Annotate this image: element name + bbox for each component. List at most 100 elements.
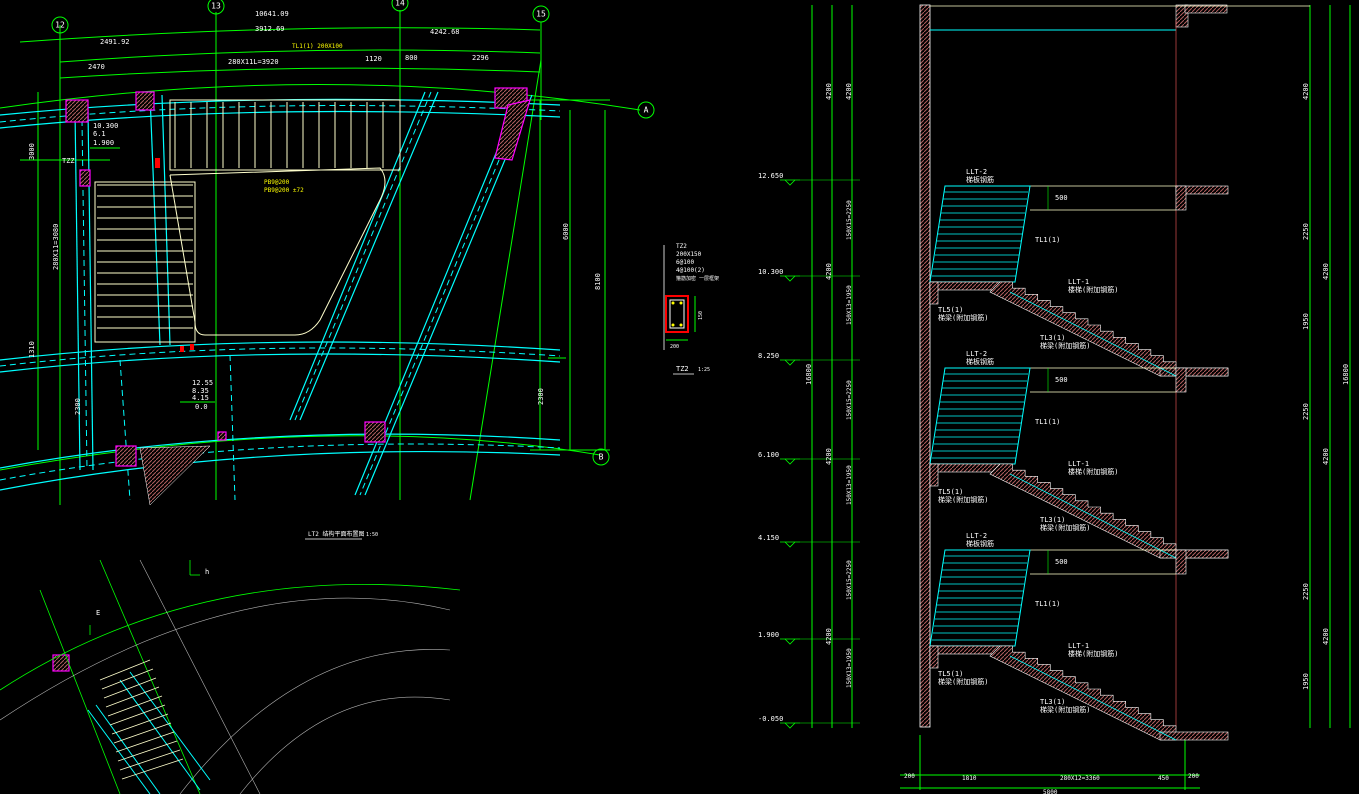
sec-note-b2: 梯梁(附加钢筋) [938, 495, 988, 504]
dim-right-1: 6000 [562, 223, 570, 240]
sec-label-ltt2: LLT-2 [966, 168, 987, 176]
axis-marker-12: 12 [51, 16, 69, 34]
sec-soffit [1009, 291, 1177, 377]
sec-label-tl3: TL3(1) [1040, 698, 1065, 706]
sec-label-tl5: TL5(1) [938, 488, 963, 496]
sec-note-b: 梯梁(附加钢筋) [1040, 705, 1090, 714]
dim-left-3: 1310 [28, 341, 36, 358]
sec-beam [1175, 549, 1187, 575]
sec-bottom-1: 200 [904, 773, 915, 780]
lower-tread [101, 668, 154, 690]
sec-label-tl1: TL1(1) [1035, 600, 1060, 608]
level-stack-1: 12.55 [192, 379, 213, 387]
svg-text:B: B [599, 453, 604, 462]
sec-bottom-4: 450 [1158, 775, 1169, 782]
lower-tread [119, 749, 181, 771]
sec-label-tl5: TL5(1) [938, 306, 963, 314]
lower-tread [117, 740, 178, 762]
sec-note-c: 楼梯(附加钢筋) [1068, 467, 1118, 476]
lower-axis-e: E [96, 609, 100, 617]
sec-landing-beam [929, 463, 939, 487]
sec-right-3: 4200 [1322, 263, 1330, 280]
tz-tag: TZZ [62, 157, 75, 165]
sec-level-symbol [784, 722, 796, 729]
detail-note-5: 箍筋加密 一层框架 [676, 275, 719, 282]
sec-note-b: 梯梁(附加钢筋) [1040, 341, 1090, 350]
landing-note-1: TL1(1) 200X100 [292, 43, 343, 50]
sec-note-a: 梯板钢筋 [966, 357, 994, 366]
lower-axis-h: h [205, 568, 209, 576]
sec-level-symbol [784, 275, 796, 282]
sec-bottom-5: 200 [1188, 773, 1199, 780]
detail-note-2: 200X150 [676, 251, 702, 258]
sec-note-c: 楼梯(附加钢筋) [1068, 649, 1118, 658]
lower-tread [109, 704, 166, 726]
sec-label-ltt3: LLT-1 [1068, 642, 1089, 650]
level-10300: 10.300 [93, 122, 118, 130]
dim-top-2: 3912.69 [255, 25, 285, 33]
lower-tread [99, 659, 151, 681]
landing-note-3: PB9@200 ±72 [264, 187, 304, 194]
sec-note-a: 梯板钢筋 [966, 175, 994, 184]
sec-note-b2: 梯梁(附加钢筋) [938, 677, 988, 686]
sec-level-1900: 1.900 [758, 631, 779, 639]
dim-top-1: 2491.92 [100, 38, 130, 46]
detail-label: TZ2 [676, 365, 689, 373]
sec-level-symbol [784, 359, 796, 366]
svg-text:12: 12 [55, 21, 65, 30]
detail-dim-h: 150 [698, 311, 704, 320]
sec-right-6: 4200 [1322, 448, 1330, 465]
sec-label-tl5: TL5(1) [938, 670, 963, 678]
sec-flight-6: 150X13=1950 [846, 648, 853, 688]
lower-tread [105, 686, 160, 708]
sec-note-c: 楼梯(附加钢筋) [1068, 285, 1118, 294]
dim-left-1: 3000 [28, 143, 36, 160]
sec-label-ltt3: LLT-1 [1068, 460, 1089, 468]
svg-text:A: A [644, 106, 649, 115]
axis-marker-15: 15 [532, 5, 550, 23]
sec-level-12650: 12.650 [758, 172, 783, 180]
sec-flight-5: 150X15=2250 [846, 560, 853, 600]
sec-floor: LLT-2梯板钢筋LLT-1楼梯(附加钢筋)TL1(1)TL3(1)梯梁(附加钢… [929, 350, 1229, 559]
sec-label-ltt2: LLT-2 [966, 532, 987, 540]
sec-label-tl3: TL3(1) [1040, 334, 1065, 342]
sec-right-5: 2250 [1302, 403, 1310, 420]
sec-bottom-3: 280X12=3360 [1060, 775, 1100, 782]
sec-overall: 16800 [805, 364, 813, 385]
sec-bottom-2: 1810 [962, 775, 977, 782]
sec-level-symbol [784, 541, 796, 548]
column-detail-tz2: TZ2 200X150 6@100 4@100(2) 箍筋加密 一层框架 200… [663, 243, 719, 375]
sec-landing-beam [929, 281, 939, 305]
sec-story-3: 4200 [825, 448, 833, 465]
sec-flight-4: 150X13=1950 [846, 465, 853, 505]
sec-level-8250: 8.250 [758, 352, 779, 360]
lower-tread [111, 713, 169, 735]
sec-dim-500: 500 [1055, 194, 1068, 202]
sec-right-4: 1950 [1302, 313, 1310, 330]
sec-label-ltt3: LLT-1 [1068, 278, 1089, 286]
sec-base-slab [1159, 731, 1229, 741]
dim-right-2: 8100 [594, 273, 602, 290]
lower-tread [107, 695, 163, 717]
lower-tread [113, 722, 172, 744]
axis-marker-a: A [637, 101, 655, 119]
sec-flight-2: 150X13=1950 [846, 285, 853, 325]
sec-right-7: 2250 [1302, 583, 1310, 600]
sec-note-b: 梯梁(附加钢筋) [1040, 523, 1090, 532]
detail-note-3: 6@100 [676, 259, 694, 266]
plan-scale: 1:50 [366, 532, 378, 538]
stair-plan-view: 12 13 14 15 A B 10641.09 2491.92 3912.69… [0, 0, 655, 794]
svg-text:13: 13 [211, 2, 221, 11]
sec-soffit [1009, 655, 1177, 741]
sec-right-2: 2250 [1302, 223, 1310, 240]
sec-level-10300: 10.300 [758, 268, 783, 276]
sec-bottom-total: 5800 [1043, 789, 1058, 794]
dim-overall: 10641.09 [255, 10, 289, 18]
dim-row3-1: 2470 [88, 63, 105, 71]
dim-row2-1: 280X11L=3920 [228, 58, 279, 66]
sec-level-0050: -0.050 [758, 715, 783, 723]
level-61: 6.1 [93, 130, 106, 138]
dim-left-4: 2300 [74, 398, 82, 415]
svg-text:14: 14 [395, 0, 405, 8]
